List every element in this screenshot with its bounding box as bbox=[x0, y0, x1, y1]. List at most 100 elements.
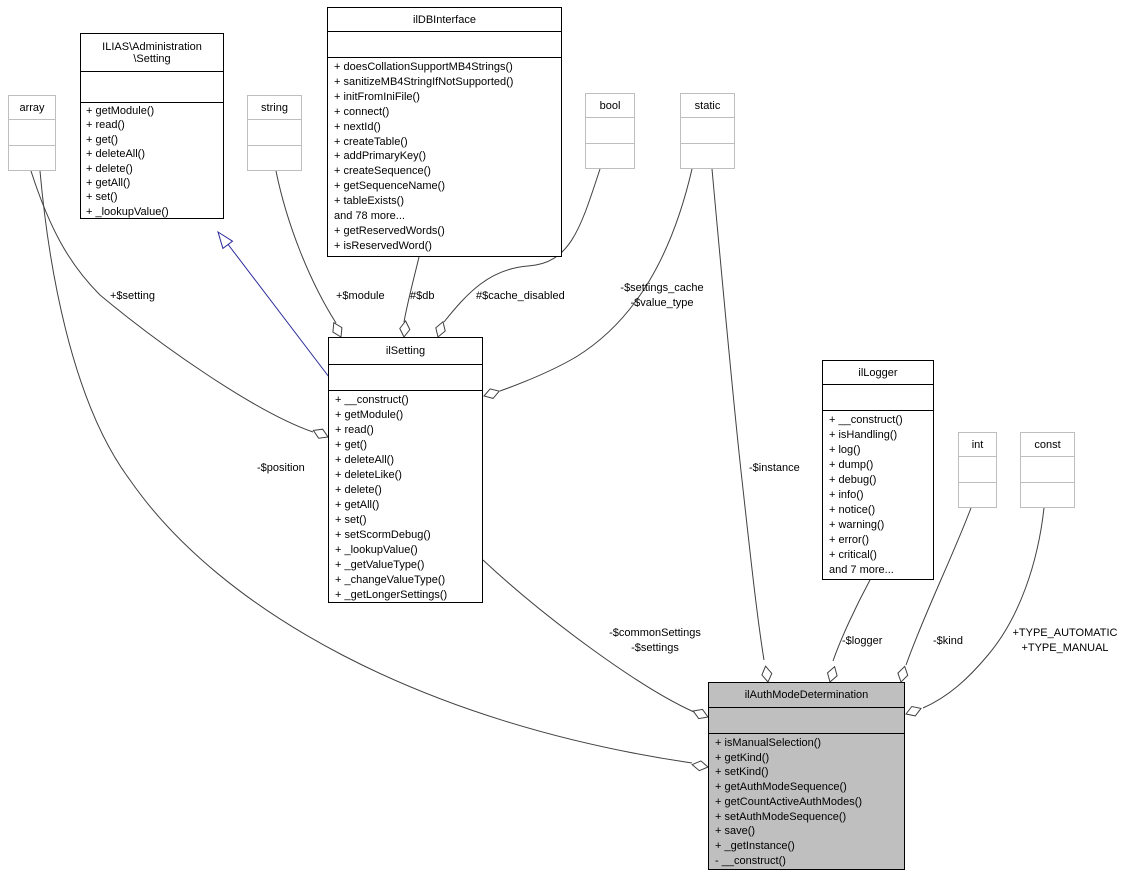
method: + doesCollationSupportMB4Strings() bbox=[334, 61, 513, 73]
method: + connect() bbox=[334, 105, 390, 118]
diamond-db-icon bbox=[399, 320, 411, 338]
type-box-int: int bbox=[958, 432, 997, 508]
method: + __construct() bbox=[335, 394, 409, 406]
method: + read() bbox=[335, 424, 374, 436]
method: + _lookupValue() bbox=[335, 544, 418, 556]
class-box-ilsetting[interactable]: ilSetting + __construct()+ getModule()+ … bbox=[328, 337, 483, 603]
type-empty-cell bbox=[586, 118, 634, 144]
method: + get() bbox=[86, 133, 119, 146]
attributes-compartment bbox=[328, 32, 561, 58]
type-empty-cell bbox=[681, 144, 734, 168]
edge-kind bbox=[905, 507, 972, 666]
method-list: + getModule()+ read()+ get()+ deleteAll(… bbox=[81, 103, 223, 218]
method: + log() bbox=[829, 444, 861, 456]
method: + _getInstance() bbox=[715, 839, 795, 852]
method: + info() bbox=[829, 489, 864, 501]
method: + createSequence() bbox=[334, 165, 431, 178]
class-box-ildbinterface[interactable]: ilDBInterface + doesCollationSupportMB4S… bbox=[327, 7, 562, 257]
method: + initFromIniFile() bbox=[334, 90, 420, 103]
edge-label-instance: -$instance bbox=[749, 462, 800, 474]
method: + __construct() bbox=[829, 414, 903, 426]
method-list: + __construct() + getModule() + read() + ge… bbox=[329, 391, 482, 602]
method: + isReservedWord() bbox=[334, 239, 432, 252]
diamond-module-icon bbox=[332, 321, 343, 338]
method: and 7 more... bbox=[829, 564, 894, 576]
diamond-settings-cache-icon bbox=[483, 388, 501, 399]
method: + save() bbox=[715, 825, 756, 838]
method: + delete() bbox=[335, 484, 382, 496]
method: + getSequenceName() bbox=[334, 180, 445, 193]
type-empty-cell bbox=[248, 120, 301, 146]
type-box-const: const bbox=[1020, 432, 1075, 508]
class-title: ilDBInterface bbox=[328, 8, 561, 32]
edge-label-position: -$position bbox=[257, 462, 305, 474]
type-empty-cell bbox=[681, 118, 734, 144]
method: + error() bbox=[829, 534, 870, 546]
method: + nextId() bbox=[334, 120, 381, 133]
type-box-bool: bool bbox=[585, 93, 635, 169]
method: - __construct() bbox=[715, 854, 786, 867]
method: + getReservedWords() bbox=[334, 224, 445, 237]
method: + _getLongerSettings() bbox=[335, 589, 448, 601]
type-empty-cell bbox=[586, 144, 634, 168]
edge-setting bbox=[30, 170, 314, 433]
method: + warning() bbox=[829, 519, 885, 531]
type-empty-cell bbox=[1021, 457, 1074, 483]
diamond-common-settings-icon bbox=[692, 708, 709, 720]
method-list: + doesCollationSupportMB4Strings()+ sani… bbox=[328, 58, 561, 256]
method: + notice() bbox=[829, 504, 876, 516]
edge-settings-cache bbox=[499, 168, 693, 392]
diamond-cache-disabled-icon bbox=[435, 320, 446, 338]
type-empty-cell bbox=[9, 120, 55, 146]
class-title: ilLogger bbox=[823, 361, 933, 385]
edge-module bbox=[275, 170, 337, 324]
edge-cache-disabled bbox=[443, 168, 601, 323]
method: + getModule() bbox=[335, 409, 404, 421]
edge-instance bbox=[711, 168, 765, 661]
edge-label-setting: +$setting bbox=[110, 290, 155, 302]
method: + getCountActiveAuthModes() bbox=[715, 795, 863, 808]
method: + _lookupValue() bbox=[86, 205, 169, 218]
type-title: array bbox=[9, 96, 55, 120]
edge-label-common-settings: -$commonSettings -$settings bbox=[609, 627, 701, 654]
diamond-position-icon bbox=[691, 760, 709, 772]
type-title: int bbox=[959, 433, 996, 457]
diamond-logger-icon bbox=[826, 665, 838, 683]
class-box-ilauthmodedetermination[interactable]: ilAuthModeDetermination + isManualSelect… bbox=[708, 682, 905, 870]
method: + getAuthModeSequence() bbox=[715, 781, 847, 794]
diamond-instance-icon bbox=[761, 665, 773, 683]
method-list: + __construct()+ isHandling()+ log()+ du… bbox=[823, 411, 933, 579]
method: + isHandling() bbox=[829, 429, 898, 441]
method: + setKind() bbox=[715, 766, 769, 779]
type-empty-cell bbox=[959, 457, 996, 483]
attributes-compartment bbox=[81, 72, 223, 103]
edge-label-cache-disabled: #$cache_disabled bbox=[476, 290, 565, 302]
type-title: const bbox=[1021, 433, 1074, 457]
method-list: + isManualSelection()+ getKind()+ setKin… bbox=[709, 734, 904, 869]
attributes-compartment bbox=[823, 385, 933, 411]
method: + read() bbox=[86, 119, 125, 132]
attributes-compartment bbox=[329, 365, 482, 391]
edge-label-module: +$module bbox=[336, 290, 385, 302]
edge-logger bbox=[832, 579, 871, 662]
edge-inheritance bbox=[226, 242, 330, 378]
method: + set() bbox=[86, 191, 118, 204]
type-empty-cell bbox=[9, 146, 55, 170]
class-box-illogger[interactable]: ilLogger + __construct() + isHandling() + … bbox=[822, 360, 934, 580]
method: + addPrimaryKey() bbox=[334, 150, 427, 163]
class-box-ilias-administration-setting[interactable]: ILIAS\Administration \Setting + getModul… bbox=[80, 33, 224, 219]
type-title: bool bbox=[586, 94, 634, 118]
inheritance-arrowhead-icon bbox=[217, 230, 234, 250]
method: + deleteAll() bbox=[86, 148, 146, 161]
type-empty-cell bbox=[959, 483, 996, 507]
method: + isManualSelection() bbox=[715, 737, 822, 749]
method: + get() bbox=[335, 439, 368, 451]
method: + deleteLike() bbox=[335, 469, 402, 481]
diamond-kind-icon bbox=[897, 665, 909, 683]
type-box-string: string bbox=[247, 95, 302, 171]
method: + set() bbox=[335, 514, 367, 526]
method: + _getValueType() bbox=[335, 559, 425, 571]
type-box-array: array bbox=[8, 95, 56, 171]
type-empty-cell bbox=[248, 146, 301, 170]
type-title: static bbox=[681, 94, 734, 118]
